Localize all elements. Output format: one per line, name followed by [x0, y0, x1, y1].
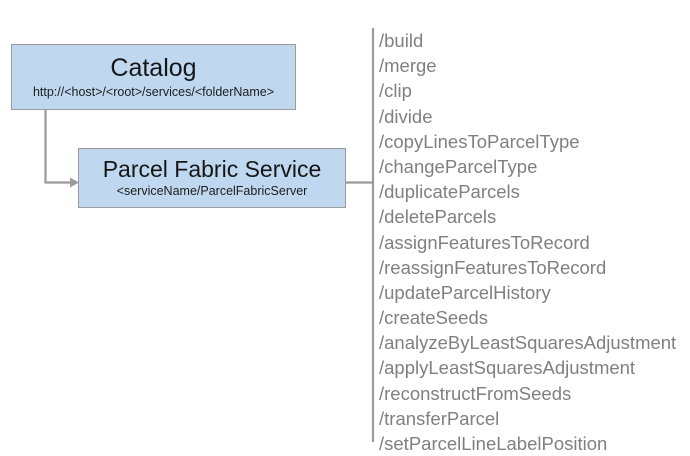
operations-list: /build /merge /clip /divide /copyLinesTo…: [379, 28, 684, 454]
operation-item[interactable]: /assignFeaturesToRecord: [379, 231, 590, 253]
node-parcel-fabric-service[interactable]: Parcel Fabric Service <serviceName/Parce…: [78, 148, 346, 208]
operation-item[interactable]: /copyLinesToParcelType: [379, 130, 580, 152]
operation-item[interactable]: /transferParcel: [379, 407, 500, 429]
node-service-title: Parcel Fabric Service: [102, 156, 322, 183]
operation-item[interactable]: /changeParcelType: [379, 155, 538, 177]
operation-item[interactable]: /reconstructFromSeeds: [379, 382, 572, 404]
connector-catalog-to-service: [44, 110, 71, 184]
operation-item[interactable]: /divide: [379, 105, 433, 127]
operation-item[interactable]: /setParcelLineLabelPosition: [379, 433, 608, 454]
operation-item[interactable]: /duplicateParcels: [379, 181, 520, 203]
node-service-subtitle: <serviceName/ParcelFabricServer: [116, 184, 308, 199]
operation-item[interactable]: /deleteParcels: [379, 206, 497, 228]
operation-item[interactable]: /analyzeByLeastSquaresAdjustment: [379, 332, 677, 354]
operation-item[interactable]: /reassignFeaturesToRecord: [379, 256, 607, 278]
operation-item[interactable]: /createSeeds: [379, 307, 489, 329]
operation-item[interactable]: /merge: [379, 55, 437, 77]
parcel-fabric-service-diagram: Catalog http://<host>/<root>/services/<f…: [11, 28, 684, 454]
operation-item[interactable]: /clip: [379, 80, 412, 102]
operation-item[interactable]: /updateParcelHistory: [379, 281, 551, 303]
node-catalog-subtitle: http://<host>/<root>/services/<folderNam…: [32, 85, 275, 100]
operation-item[interactable]: /applyLeastSquaresAdjustment: [379, 357, 636, 379]
node-catalog-title: Catalog: [110, 54, 197, 82]
node-catalog[interactable]: Catalog http://<host>/<root>/services/<f…: [11, 44, 296, 110]
operation-item[interactable]: /build: [379, 30, 424, 51]
